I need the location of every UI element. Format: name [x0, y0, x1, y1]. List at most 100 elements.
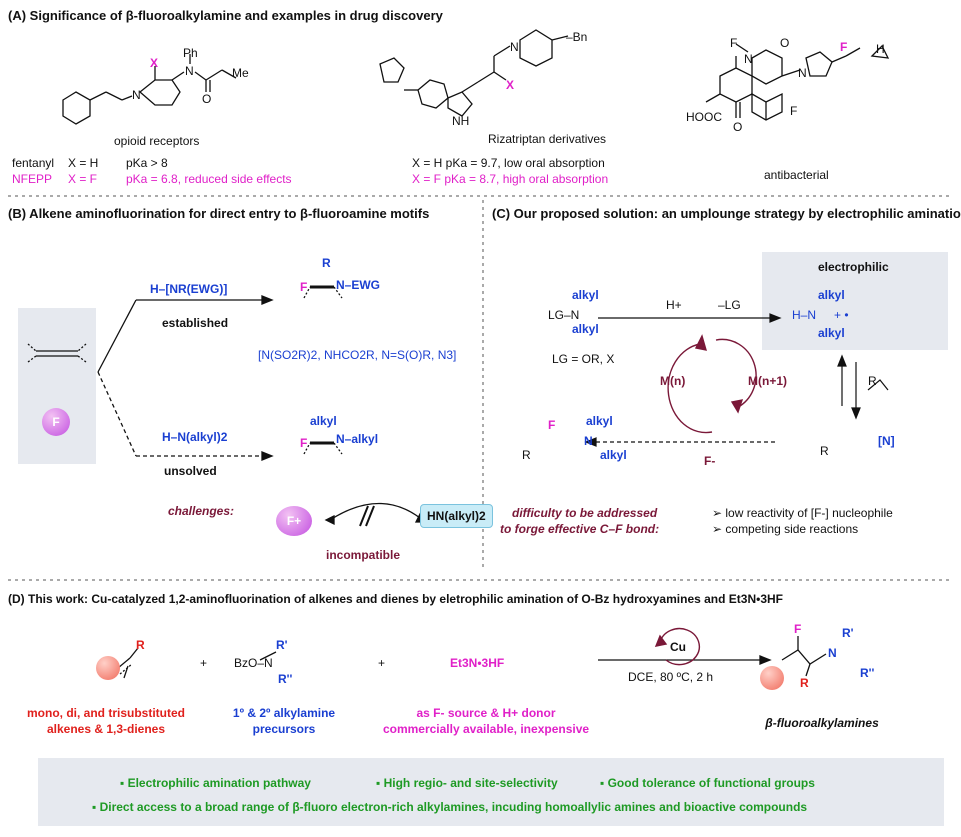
- et3n-desc2: commercially available, inexpensive: [382, 722, 590, 736]
- fluoride-label: F-: [704, 454, 716, 468]
- radical-hn: H–N: [792, 308, 817, 322]
- prod2-alkyl: alkyl: [310, 414, 337, 428]
- radint-r: R: [820, 444, 829, 458]
- difficulty-bullet1: ➢ low reactivity of [F-] nucleophile: [712, 506, 893, 520]
- reagent-established: H–[NR(EWG)]: [150, 282, 228, 296]
- label-unsolved: unsolved: [164, 464, 217, 478]
- cprod-alkyl1: alkyl: [586, 414, 613, 428]
- lg-alkyl1: alkyl: [572, 288, 599, 302]
- prod1-n: N–EWG: [336, 278, 381, 292]
- anti-o2: O: [733, 120, 743, 134]
- opioid-me: Me: [232, 66, 249, 80]
- substrate-desc1: mono, di, and trisubstituted: [27, 706, 185, 720]
- feature-1: ▪ Electrophilic amination pathway: [120, 776, 311, 790]
- amine-rdprime: R'': [278, 672, 293, 686]
- nfepp-name: NFEPP: [12, 172, 53, 186]
- catalytic-cycle: [667, 334, 757, 434]
- riza-row2: X = F pKa = 8.7, high oral absorption: [412, 172, 609, 186]
- anti-f1: F: [730, 36, 738, 50]
- fentanyl-name: fentanyl: [12, 156, 55, 170]
- panel-d-title: (D) This work: Cu-catalyzed 1,2-aminoflu…: [8, 592, 784, 606]
- opioid-label: opioid receptors: [114, 134, 200, 148]
- alkene-r: R: [868, 374, 877, 388]
- amine-box: HN(alkyl)2: [420, 504, 493, 528]
- nfepp-pka: pKa = 6.8, reduced side effects: [126, 172, 292, 186]
- opioid-o: O: [202, 92, 212, 106]
- cprod-alkyl2: alkyl: [600, 448, 627, 462]
- anti-hooc: HOOC: [686, 110, 722, 124]
- panel-a-title: (A) Significance of β-fluoroalkylamine a…: [8, 8, 443, 23]
- panel-d-lines: [117, 636, 827, 679]
- fplus-sphere: F+: [276, 506, 312, 536]
- riza-row1: X = H pKa = 9.7, low oral absorption: [412, 156, 605, 170]
- panel-c-arrows: [584, 313, 889, 447]
- product-desc: β-fluoroalkylamines: [765, 716, 879, 730]
- minus-lg-label: –LG: [718, 298, 741, 312]
- difficulty-bullet2: ➢ competing side reactions: [712, 522, 859, 536]
- radical-alkyl1: alkyl: [818, 288, 845, 302]
- opioid-structure: [62, 54, 237, 125]
- challenges-label: challenges:: [168, 504, 235, 518]
- electrophilic-label: electrophilic: [818, 260, 889, 274]
- reagent-unsolved: H–N(alkyl)2: [162, 430, 228, 444]
- fentanyl-x: X = H: [68, 156, 99, 170]
- riza-n: N: [510, 40, 519, 54]
- conditions: DCE, 80 ºC, 2 h: [628, 670, 714, 684]
- difficulty-line1: difficulty to be addressed: [512, 506, 658, 520]
- radical-plus: + •: [834, 308, 849, 322]
- radical-alkyl2: alkyl: [818, 326, 845, 340]
- plus-1: +: [200, 656, 208, 670]
- fluorine-sphere: F: [42, 408, 70, 436]
- feature-2: ▪ High regio- and site-selectivity: [376, 776, 558, 790]
- feature-3: ▪ Good tolerance of functional groups: [600, 776, 815, 790]
- product-ball: [760, 666, 784, 690]
- riza-label: Rizatriptan derivatives: [488, 132, 607, 146]
- anti-n: N: [798, 66, 807, 80]
- anti-f3: F: [790, 104, 798, 118]
- antibacterial-structure: [705, 43, 890, 121]
- lg-alkyl2: alkyl: [572, 322, 599, 336]
- feature-4: ▪ Direct access to a broad range of β-fl…: [92, 800, 808, 814]
- rizatriptan-structure: [379, 29, 569, 117]
- riza-x: X: [506, 78, 515, 92]
- dprod-r2: R'': [860, 666, 875, 680]
- difficulty-line2: to forge effective C–F bond:: [500, 522, 660, 536]
- incompatible-label: incompatible: [326, 548, 401, 562]
- dprod-r: R: [800, 676, 809, 690]
- anti-h: H: [876, 42, 885, 56]
- anti-n2: N: [744, 52, 753, 66]
- amine-rprime: R': [276, 638, 288, 652]
- opioid-n: N: [185, 64, 194, 78]
- opioid-n2: N: [132, 88, 141, 102]
- opioid-ph: Ph: [183, 46, 198, 60]
- cprod-r: R: [522, 448, 531, 462]
- amine-desc2: precursors: [252, 722, 316, 736]
- et3n-reagent: Et3N•3HF: [450, 656, 505, 670]
- cprod-f: F: [548, 418, 556, 432]
- dprod-f: F: [794, 622, 802, 636]
- prod2-f: F: [300, 436, 308, 450]
- anti-f2: F: [840, 40, 848, 54]
- substrate-ball: [96, 656, 120, 680]
- prod2-n: N–alkyl: [336, 432, 379, 446]
- plus-2: +: [378, 656, 386, 670]
- prod1-r: R: [322, 256, 331, 270]
- substrate-r: R: [136, 638, 145, 652]
- established-examples: [N(SO2R)2, NHCO2R, N=S(O)R, N3]: [258, 348, 457, 362]
- lg-n: LG–N: [548, 308, 580, 322]
- dprod-n: N: [828, 646, 837, 660]
- riza-bn: –Bn: [566, 30, 588, 44]
- label-established: established: [162, 316, 229, 330]
- metal-n1: M(n+1): [748, 374, 787, 388]
- amine-desc1: 1º & 2º alkylamine: [232, 706, 336, 720]
- fentanyl-pka: pKa > 8: [126, 156, 168, 170]
- et3n-desc1: as F- source & H+ donor: [416, 706, 556, 720]
- prod1-f: F: [300, 280, 308, 294]
- hplus-label: H+: [666, 298, 682, 312]
- panel-b-arrows: [27, 285, 428, 527]
- substrate-desc2: alkenes & 1,3-dienes: [46, 722, 166, 736]
- dprod-r1: R': [842, 626, 854, 640]
- anti-label: antibacterial: [764, 168, 829, 182]
- panel-b-title: (B) Alkene aminofluorination for direct …: [8, 206, 430, 221]
